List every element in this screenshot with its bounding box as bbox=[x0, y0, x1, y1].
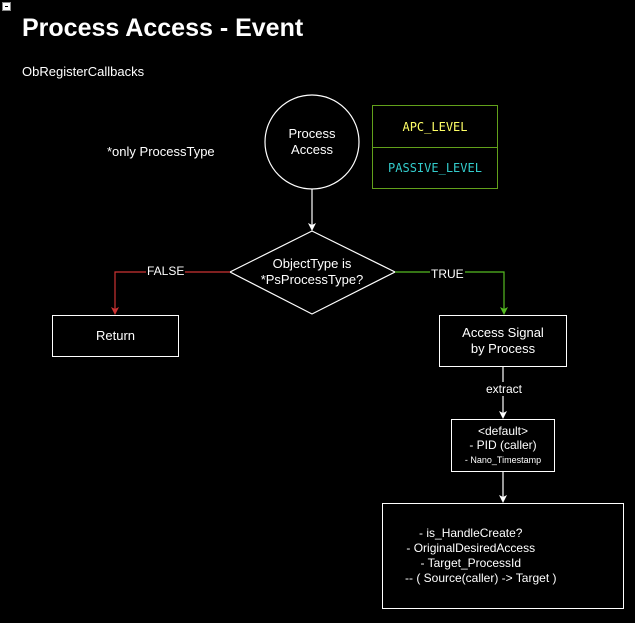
return-node[interactable]: Return bbox=[52, 315, 179, 357]
default-timestamp: - Nano_Timestamp bbox=[464, 455, 542, 465]
access-signal-node[interactable]: Access Signal by Process bbox=[439, 315, 567, 367]
decision-node[interactable]: ObjectType is *PsProcessType? bbox=[250, 249, 374, 295]
decision-line-1: ObjectType is bbox=[272, 256, 352, 271]
decision-node-shape[interactable] bbox=[228, 230, 397, 315]
start-node[interactable]: Process Access bbox=[265, 95, 359, 189]
access-signal-line-2: by Process bbox=[470, 341, 536, 356]
process-type-note: *only ProcessType bbox=[107, 144, 215, 159]
collapse-icon[interactable] bbox=[2, 2, 11, 11]
start-node-line-1: Process bbox=[288, 126, 336, 141]
page-subtitle: ObRegisterCallbacks bbox=[22, 64, 145, 79]
extract-label: extract bbox=[485, 382, 524, 396]
details-line-2: - OriginalDesiredAccess bbox=[406, 541, 536, 555]
legend-passive-level: PASSIVE_LEVEL bbox=[372, 147, 498, 189]
decision-line-2: *PsProcessType? bbox=[260, 272, 364, 287]
edge-false bbox=[111, 271, 230, 315]
legend-passive-label: PASSIVE_LEVEL bbox=[388, 161, 482, 175]
default-pid: - PID (caller) bbox=[469, 438, 537, 452]
details-line-3: - Target_ProcessId bbox=[420, 556, 522, 570]
details-line-4: -- ( Source(caller) -> Target ) bbox=[385, 571, 557, 585]
details-line-1: - is_HandleCreate? bbox=[419, 526, 523, 540]
legend-apc-level: APC_LEVEL bbox=[372, 105, 498, 148]
default-header: <default> bbox=[477, 424, 529, 438]
access-signal-line-1: Access Signal bbox=[462, 325, 544, 340]
event-details-node[interactable]: - is_HandleCreate? - OriginalDesiredAcce… bbox=[382, 503, 624, 609]
true-label: TRUE bbox=[430, 267, 465, 281]
page-title: Process Access - Event bbox=[22, 14, 304, 42]
start-node-line-2: Access bbox=[291, 142, 333, 157]
default-fields-node[interactable]: <default> - PID (caller) - Nano_Timestam… bbox=[451, 419, 555, 472]
return-node-label: Return bbox=[95, 328, 136, 343]
false-label: FALSE bbox=[146, 264, 186, 278]
legend-apc-label: APC_LEVEL bbox=[402, 119, 468, 134]
